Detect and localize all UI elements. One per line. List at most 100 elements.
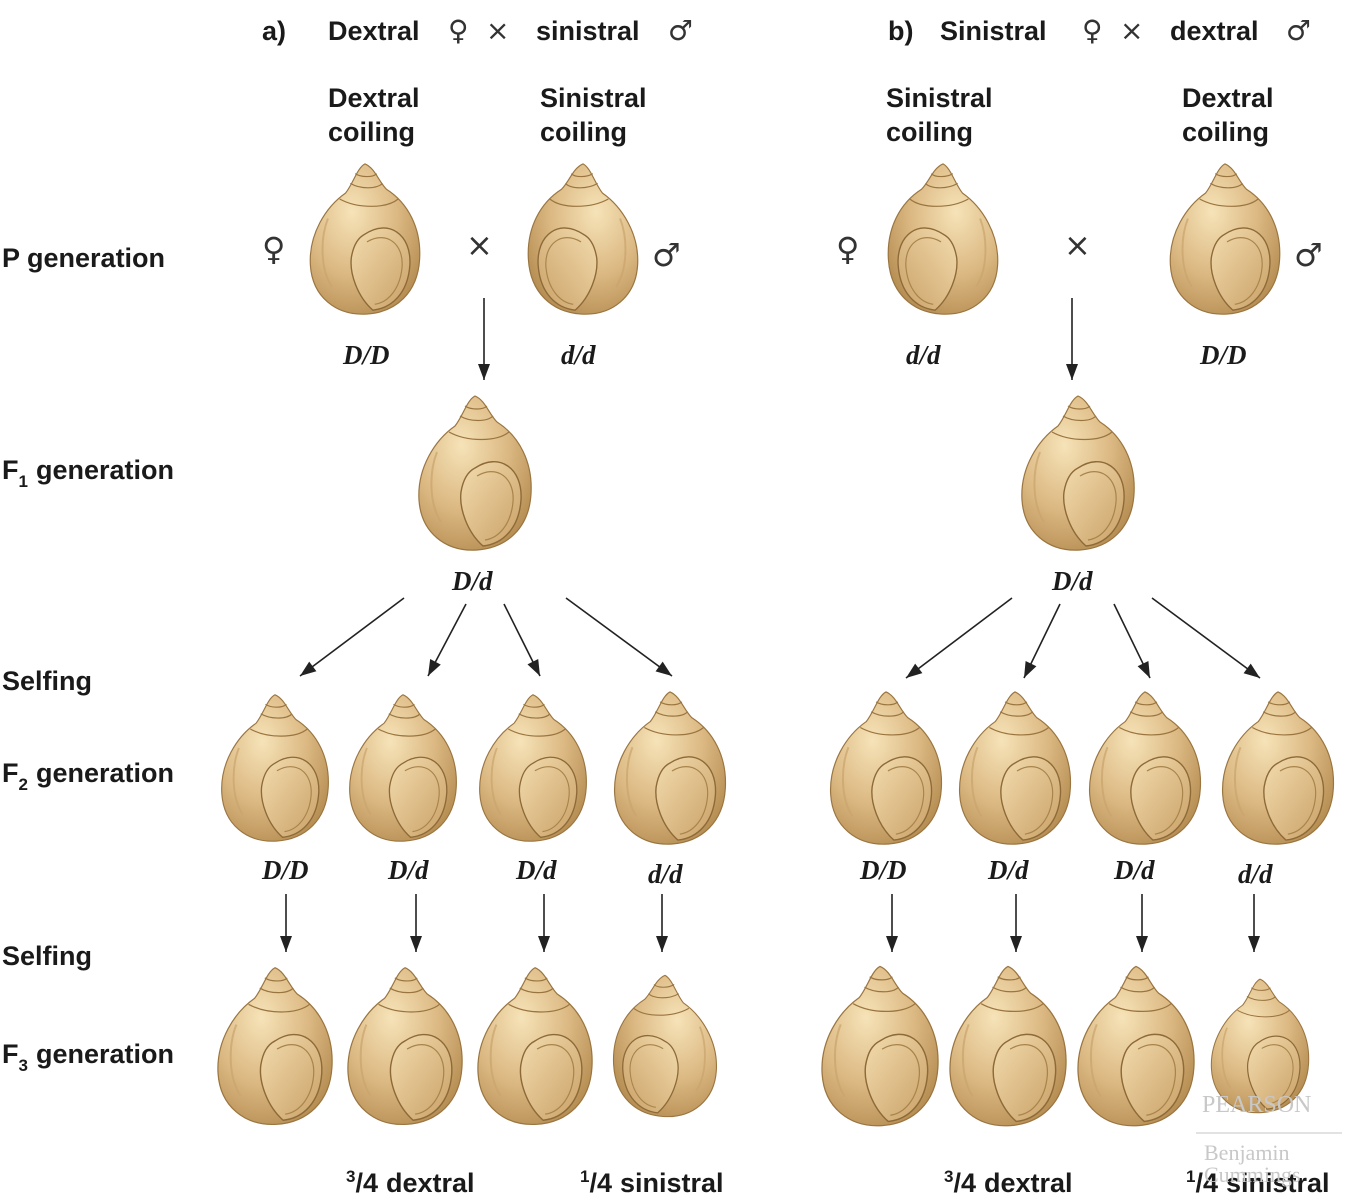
shell-b-f1-dextral-shell — [1020, 394, 1136, 552]
panel-b-letter: b) — [888, 16, 913, 46]
arrow — [1113, 603, 1151, 679]
shell-layer — [216, 162, 1335, 1127]
genotype-label: d/d — [561, 340, 596, 370]
shell-a-f2-dextral-shell — [220, 693, 330, 843]
panel-a-title-male: sinistral — [536, 16, 640, 46]
female-symbol: ♀ — [448, 14, 469, 47]
genotype-label: d/d — [906, 340, 941, 370]
shell-a-p-male-sinistral-shell — [528, 164, 638, 314]
shell-b-p-female-sinistral-shell — [888, 164, 998, 314]
arrow — [299, 597, 405, 677]
shell-a-f2-dextral-shell — [478, 693, 588, 843]
panel-b-title: b) Sinistral ♀ × dextral ♂ — [888, 14, 1311, 47]
panel-b-male-label-line1: Dextral — [1182, 83, 1274, 113]
panel-a-male-label-line1: Sinistral — [540, 83, 647, 113]
shell-b-f2-dextral-shell — [829, 690, 943, 846]
arrow — [886, 894, 898, 952]
panel-a-title-female: Dextral — [328, 16, 420, 46]
genotype-label: D/D — [261, 855, 309, 885]
female-symbol: ♀ — [262, 230, 285, 268]
cross-symbol: × — [1120, 14, 1143, 47]
panel-b-title-male: dextral — [1170, 16, 1259, 46]
arrow — [1066, 298, 1078, 380]
panel-b-female-label-line1: Sinistral — [886, 83, 993, 113]
genotype-label: D/d — [451, 566, 493, 596]
arrow — [1136, 894, 1148, 952]
genotype-label: D/D — [1199, 340, 1247, 370]
panel-a-letter: a) — [262, 16, 286, 46]
panel-a-female-label-line1: Dextral — [328, 83, 420, 113]
shell-b-f3-dextral-shell — [948, 965, 1068, 1127]
shell-a-f2-dextral-shell — [613, 690, 727, 846]
panel-a-f2-genotypes: D/D D/d D/d d/d — [261, 855, 683, 889]
p-generation-label: P generation — [2, 243, 165, 273]
male-symbol: ♂ — [652, 236, 681, 274]
female-symbol: ♀ — [836, 230, 859, 268]
panel-a-male-label-line2: coiling — [540, 117, 627, 147]
shell-a-f3-dextral-shell — [476, 966, 594, 1126]
arrow — [565, 597, 673, 677]
genotype-label: D/D — [342, 340, 390, 370]
genotype-label: D/d — [387, 855, 429, 885]
arrow — [427, 603, 467, 677]
male-symbol: ♂ — [1294, 236, 1323, 274]
panel-b-title-female: Sinistral — [940, 16, 1047, 46]
genotype-label: D/D — [859, 855, 907, 885]
cross-symbol: × — [486, 14, 509, 47]
panel-b-p-row: ♀ × ♂ d/d D/D D/d — [836, 226, 1323, 596]
watermark-line2: Benjamin — [1204, 1140, 1290, 1165]
genotype-label: d/d — [648, 859, 683, 889]
watermark-line1: PEARSON — [1202, 1092, 1311, 1118]
male-symbol: ♂ — [1286, 14, 1311, 47]
arrow — [1023, 603, 1061, 679]
panel-b-parent-labels: Sinistral coiling Dextral coiling — [886, 83, 1274, 147]
arrow-layer — [280, 298, 1261, 952]
shell-a-f2-dextral-shell — [348, 693, 458, 843]
shell-a-f3-dextral-shell — [216, 966, 334, 1126]
selfing-label-1: Selfing — [2, 666, 92, 696]
shell-b-f2-dextral-shell — [958, 690, 1072, 846]
shell-a-f3-sinistral-shell — [613, 975, 716, 1116]
cross-symbol: × — [466, 226, 493, 264]
cross-symbol: × — [1064, 226, 1091, 264]
panel-b-female-label-line2: coiling — [886, 117, 973, 147]
shell-b-f3-dextral-shell — [1076, 965, 1196, 1127]
shell-a-f3-dextral-shell — [346, 966, 464, 1126]
arrow — [656, 894, 668, 952]
shell-b-p-male-dextral-shell — [1169, 162, 1281, 316]
panel-a-female-label-line2: coiling — [328, 117, 415, 147]
panel-a-parent-labels: Dextral coiling Sinistral coiling — [328, 83, 647, 147]
arrow — [1010, 894, 1022, 952]
arrow — [905, 597, 1013, 679]
arrow — [538, 894, 550, 952]
selfing-label-2: Selfing — [2, 941, 92, 971]
panel-b-male-label-line2: coiling — [1182, 117, 1269, 147]
genotype-label: D/d — [987, 855, 1029, 885]
arrow — [503, 603, 541, 677]
arrow — [1151, 597, 1261, 679]
panel-a-title: a) Dextral ♀ × sinistral ♂ — [262, 14, 693, 47]
arrow — [410, 894, 422, 952]
arrow — [478, 298, 490, 380]
arrow — [280, 894, 292, 952]
arrow — [1248, 894, 1260, 952]
watermark-line3: Cummings — [1204, 1162, 1301, 1187]
shell-b-f2-dextral-shell — [1221, 690, 1335, 846]
male-symbol: ♂ — [668, 14, 693, 47]
panel-a-p-row: ♀ × ♂ D/D d/d D/d — [262, 226, 681, 596]
shell-a-p-female-dextral-shell — [309, 162, 421, 316]
publisher-watermark: PEARSON Benjamin Cummings — [1196, 1092, 1342, 1187]
genotype-label: D/d — [515, 855, 557, 885]
female-symbol: ♀ — [1082, 14, 1103, 47]
